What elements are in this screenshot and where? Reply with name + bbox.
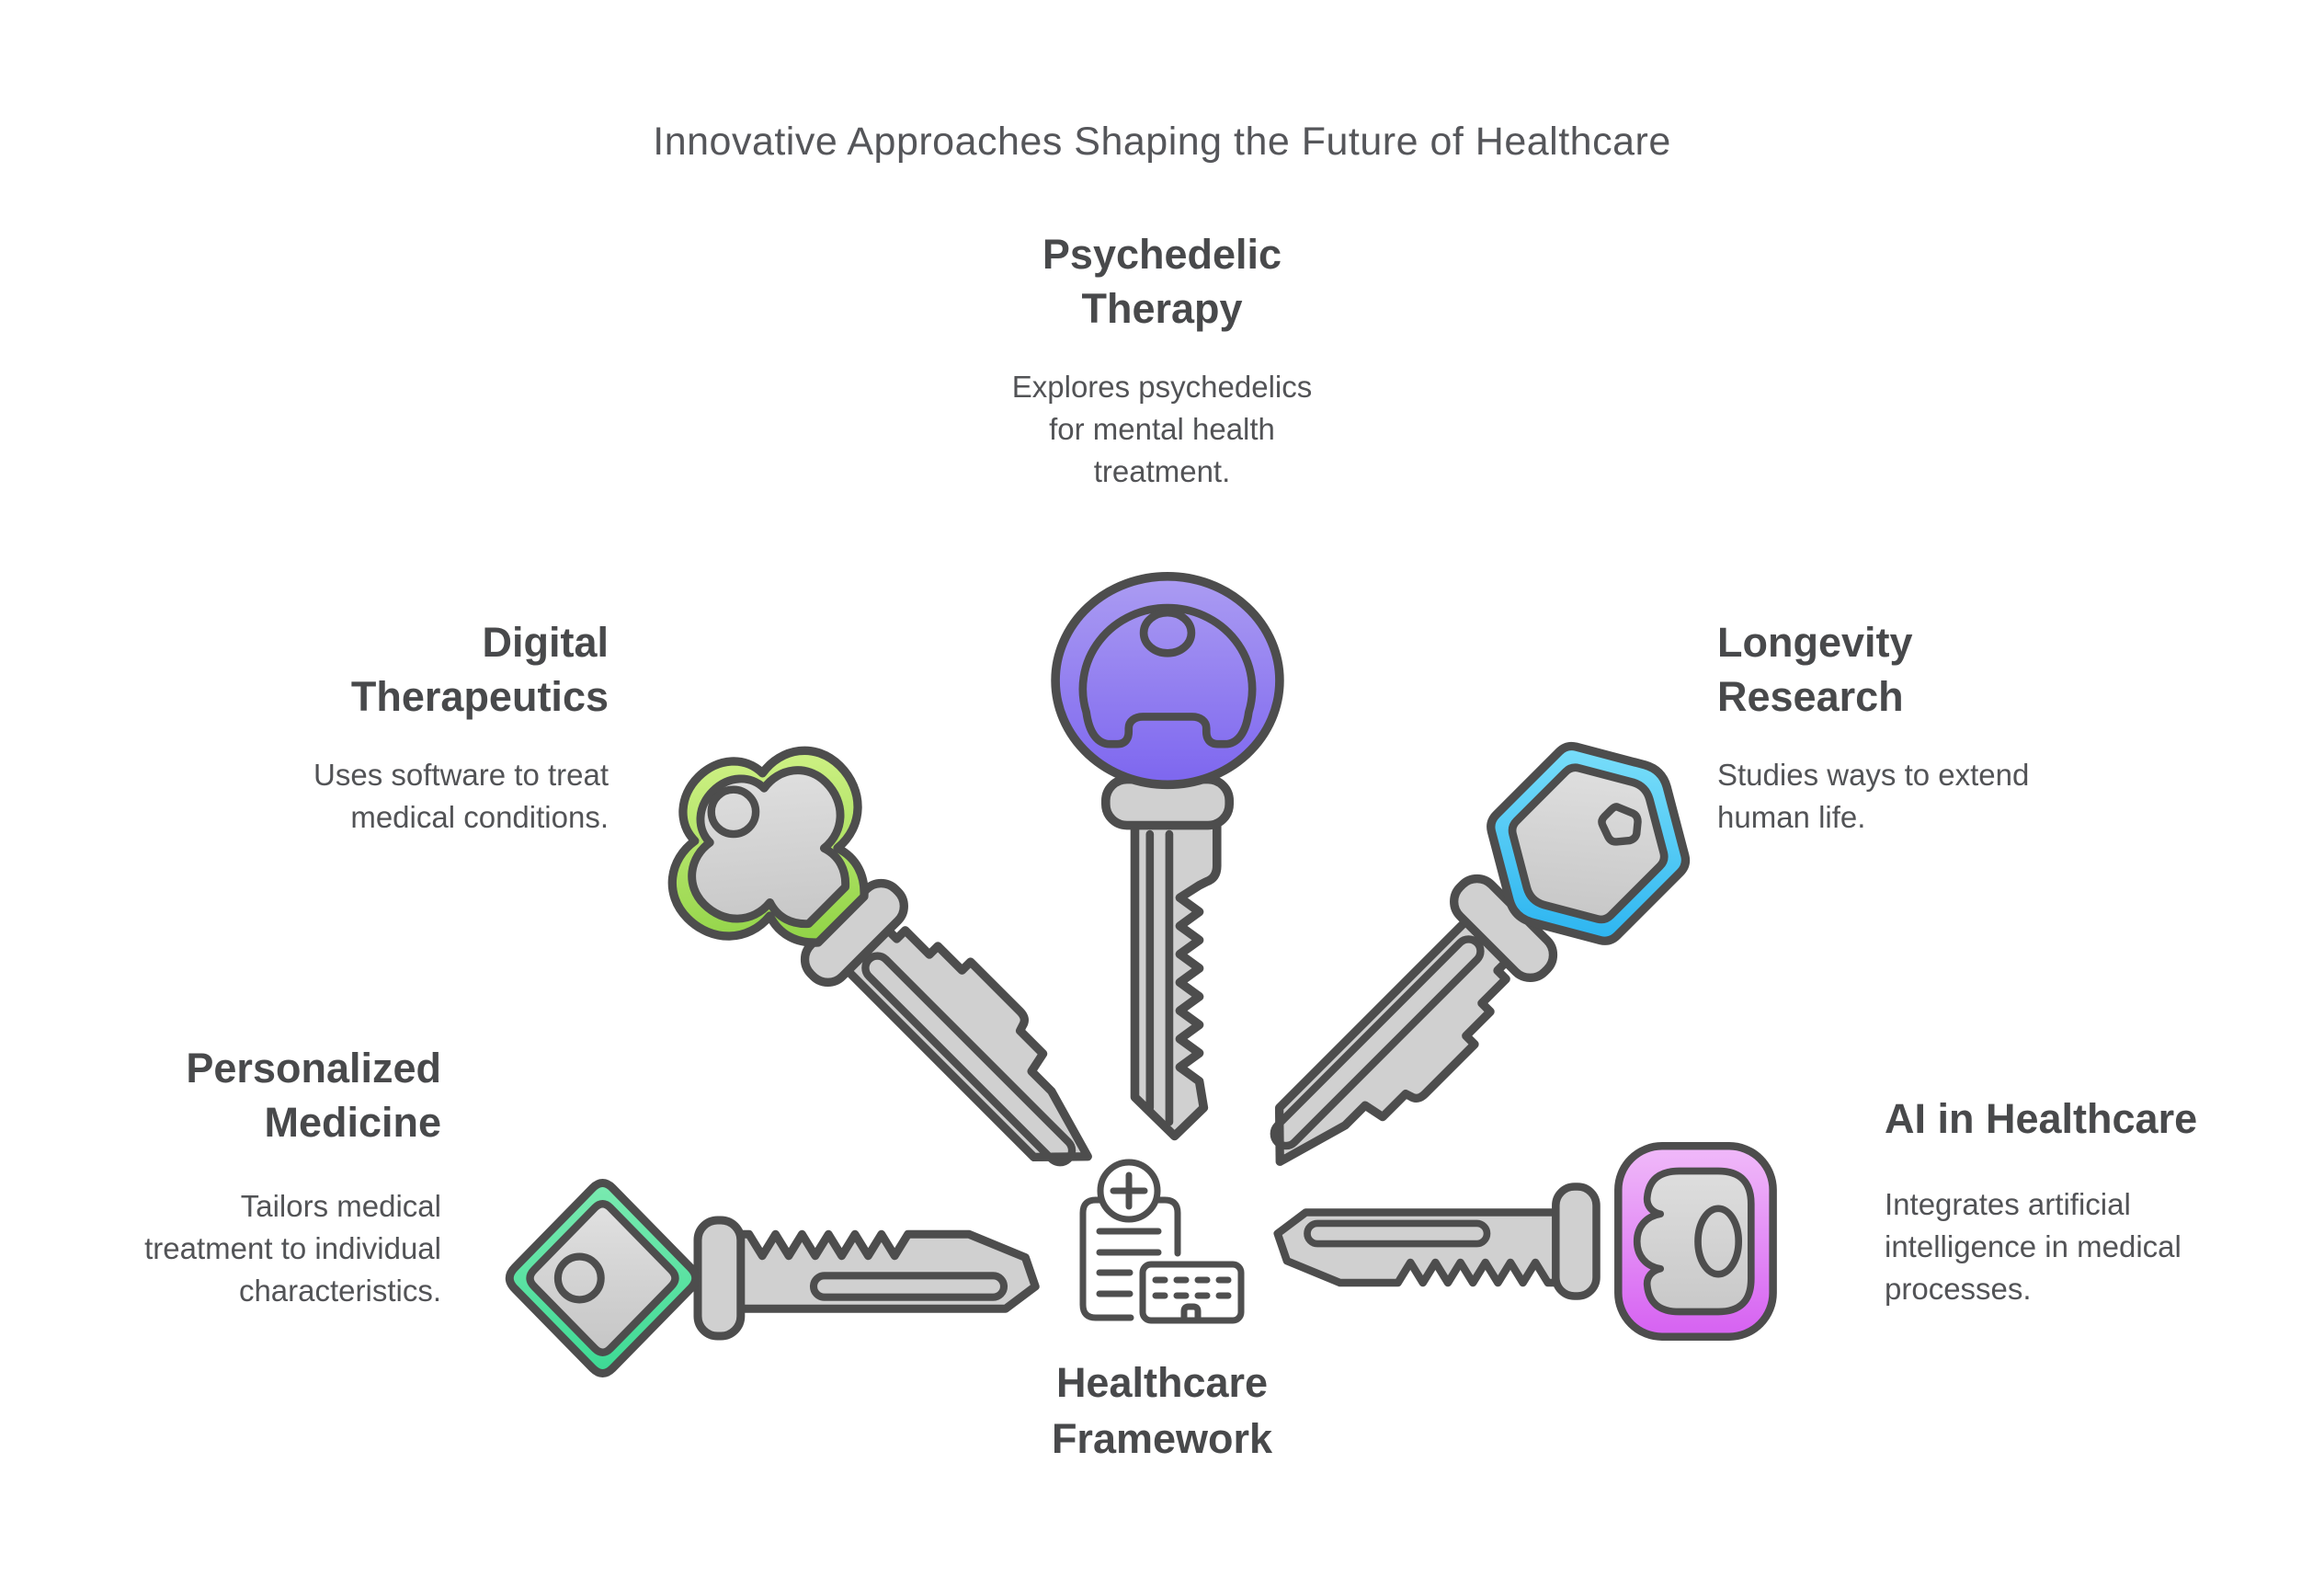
healthcare-framework-block: Healthcare Framework [927,1355,1397,1468]
item-description: Explores psychedelics for mental health … [1011,369,1313,489]
healthcare-framework-icon [1079,1159,1245,1324]
page-title: Innovative Approaches Shaping the Future… [653,120,1671,164]
healthcare-framework-label: Healthcare Framework [1051,1359,1273,1462]
clipboard-right-icon [1154,1196,1181,1257]
item-label: Longevity Research [1717,619,1913,720]
clipboard-left-icon [1079,1196,1134,1321]
item-psychedelic-therapy: Psychedelic Therapy Explores psychedelic… [886,228,1438,493]
item-label: AI in Healthcare [1885,1095,2198,1142]
item-description: Uses software to treat medical condition… [313,757,609,835]
key-ai-in-healthcare-icon [1269,1132,1784,1351]
item-label: Personalized Medicine [186,1045,441,1146]
item-description: Tailors medical treatment to individual … [144,1188,441,1308]
item-personalized-medicine: Personalized Medicine Tailors medical tr… [55,1042,441,1312]
key-psychedelic-therapy-icon [1044,567,1292,1150]
item-description: Integrates artificial intelligence in me… [1885,1186,2182,1307]
key-digital-therapeutics-icon [609,687,1177,1255]
key-personalized-medicine-icon [499,1162,1045,1394]
item-label: Digital Therapeutics [350,619,609,720]
item-longevity-research: Longevity Research Studies ways to exten… [1717,616,2195,839]
item-description: Studies ways to extend human life. [1717,757,2030,835]
item-digital-therapeutics: Digital Therapeutics Uses software to tr… [241,616,609,839]
hospital-building-icon [1139,1261,1245,1324]
item-ai-in-healthcare: AI in Healthcare Integrates artificial i… [1885,1092,2307,1311]
key-longevity-research-icon [1180,682,1749,1251]
item-label: Psychedelic Therapy [1042,231,1282,332]
